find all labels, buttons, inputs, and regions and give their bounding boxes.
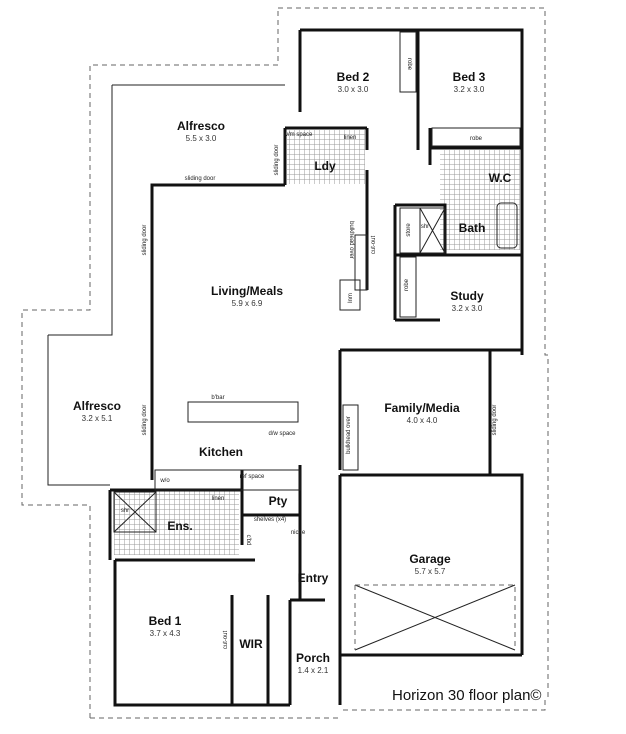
label-cbd: c'bd xyxy=(245,535,251,546)
alfresco-top-outline xyxy=(111,30,301,300)
room-bed3-dims: 3.2 x 3.0 xyxy=(454,85,485,94)
room-garage-name: Garage xyxy=(409,552,451,566)
label-linen: linen xyxy=(212,496,225,502)
room-bed2-name: Bed 2 xyxy=(337,70,370,84)
alfresco-left-outline xyxy=(47,300,113,486)
label-shower: shr xyxy=(421,224,429,230)
room-bed2-dims: 3.0 x 3.0 xyxy=(338,85,369,94)
label-robe: robe xyxy=(406,58,412,71)
room-alfresco-left-dims: 3.2 x 5.1 xyxy=(82,414,113,423)
plan-caption: Horizon 30 floor plan© xyxy=(392,687,541,704)
room-family-name: Family/Media xyxy=(384,401,460,415)
room-porch-dims: 1.4 x 2.1 xyxy=(298,666,329,675)
label-dw-space: d/w space xyxy=(268,431,296,437)
ensuite-tiles xyxy=(114,490,239,555)
room-kitchen-name: Kitchen xyxy=(199,445,243,459)
label-wo: w/o xyxy=(159,478,170,484)
room-porch-name: Porch xyxy=(296,651,330,665)
label-robe: robe xyxy=(404,278,410,291)
room-ensuite-name: Ens. xyxy=(167,519,192,533)
label-store: store xyxy=(406,223,412,237)
room-bath-name: Bath xyxy=(459,221,486,235)
label-shower: shr xyxy=(121,508,129,514)
site-boundary xyxy=(21,7,549,719)
room-study-dims: 3.2 x 3.0 xyxy=(452,304,483,313)
laundry-tiles xyxy=(287,130,365,184)
label-sliding-door: sliding door xyxy=(142,405,148,436)
label-shelves: shelves (x4) xyxy=(254,517,286,523)
label-sliding-door: sliding door xyxy=(274,145,280,176)
room-alfresco-top-dims: 5.5 x 3.0 xyxy=(186,134,217,143)
label-linen: linen xyxy=(344,135,357,141)
room-bed1-dims: 3.7 x 4.3 xyxy=(150,629,181,638)
room-study-name: Study xyxy=(450,289,484,303)
label-ref-space: ref space xyxy=(240,474,265,480)
room-alfresco-top-name: Alfresco xyxy=(177,119,225,133)
room-wc-name: W.C xyxy=(489,171,512,185)
room-bed3-name: Bed 3 xyxy=(453,70,486,84)
label-bulkhead-over: bulkhead over xyxy=(348,221,354,259)
room-wir-name: WIR xyxy=(239,637,263,651)
room-living-name: Living/Meals xyxy=(211,284,283,298)
label-sliding-door: sliding door xyxy=(492,405,498,436)
room-living-dims: 5.9 x 6.9 xyxy=(232,299,263,308)
label-sliding-door: sliding door xyxy=(185,176,216,182)
room-laundry-name: Ldy xyxy=(314,159,336,173)
label-bbar: b'bar xyxy=(211,395,224,401)
label-cut-out: cut-out xyxy=(223,630,229,649)
label-niche: niche xyxy=(291,530,306,536)
label-lnm: lnm xyxy=(348,293,354,303)
room-pantry-name: Pty xyxy=(269,494,288,508)
room-garage-dims: 5.7 x 5.7 xyxy=(415,567,446,576)
label-wm-space: w/m space xyxy=(283,132,313,138)
label-cut-out: cut-out xyxy=(371,235,377,254)
label-bulkhead-over: bulkhead over xyxy=(346,416,352,454)
fixtures xyxy=(113,31,521,651)
room-bed1-name: Bed 1 xyxy=(149,614,182,628)
room-entry-name: Entry xyxy=(298,571,329,585)
room-family-dims: 4.0 x 4.0 xyxy=(407,416,438,425)
label-robe: robe xyxy=(470,136,483,142)
room-alfresco-left-name: Alfresco xyxy=(73,399,121,413)
bath-tiles xyxy=(440,150,520,250)
label-sliding-door: sliding door xyxy=(142,225,148,256)
